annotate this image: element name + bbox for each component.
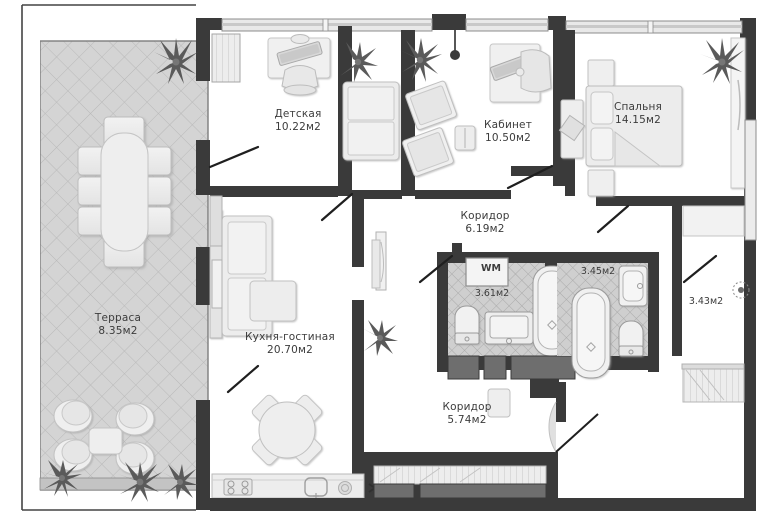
kids-room-furniture: [267, 34, 331, 96]
stove-icon: [223, 478, 253, 496]
toilet-icon-2: [618, 320, 644, 357]
terrace-lounge-set: [53, 399, 155, 475]
plant-icon-group: [42, 38, 744, 502]
hall-closet: [371, 239, 381, 289]
sink-icon: [304, 477, 328, 498]
entry-door-swing: [548, 401, 599, 453]
bedroom-furniture: [585, 37, 746, 197]
toilet-icon: [454, 305, 480, 345]
entry-cabinet: [373, 388, 547, 499]
bathtub-icon-2: [571, 287, 611, 379]
living-room-furniture: [342, 80, 476, 177]
window-band-top: [221, 18, 743, 34]
bathroom-main: [447, 257, 576, 380]
terrace-door-blinds: [209, 33, 241, 247]
sink-icon-2: [618, 265, 648, 307]
kitchen-counter: [206, 473, 382, 510]
window-band-right: [744, 119, 757, 241]
vanity-sink-icon: [484, 311, 534, 345]
bathroom-guest: [557, 263, 648, 379]
kitchen-living-furniture: [209, 209, 323, 466]
balcony-right: [681, 205, 745, 403]
terrace-dining-set: [77, 116, 172, 268]
decor-circle-icon: [732, 281, 750, 299]
door-swing-lines: [208, 145, 718, 394]
pendant-lamp-icon: [450, 30, 460, 60]
study-furniture: [489, 43, 586, 159]
